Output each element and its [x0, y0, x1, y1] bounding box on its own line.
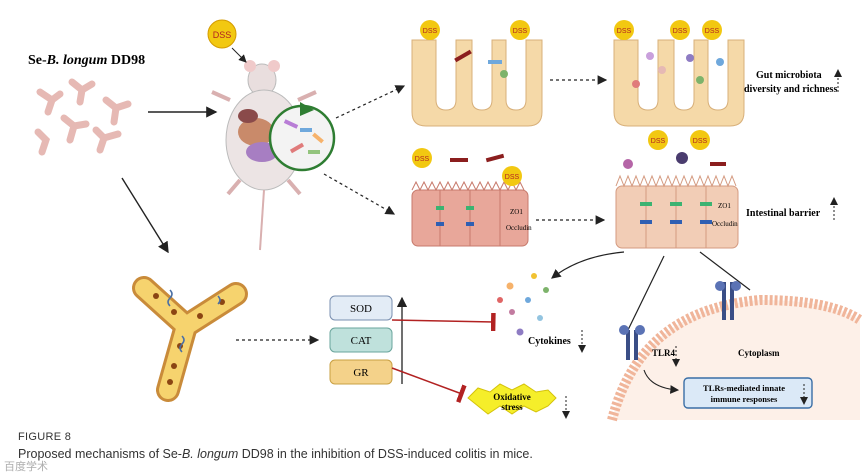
dss-badge-icon: DSS [207, 19, 237, 49]
strain-title: Se-B. longum DD98 [28, 53, 145, 68]
figure-caption-text: Proposed mechanisms of Se-B. longum DD98… [18, 447, 533, 461]
tlr-immune-response-box: TLRs-mediated innate immune responses [683, 377, 813, 409]
epithelium-treated: DSS DSS [615, 130, 739, 249]
cytoplasm-label: Cytoplasm [738, 348, 780, 358]
epithelium-dss: DSS DSS [411, 148, 529, 247]
cytokine-particles [497, 273, 549, 336]
oxidative-stress-badge: Oxidative stress [467, 383, 557, 415]
watermark: 百度学术 [4, 461, 48, 473]
enzyme-gr: GR [329, 359, 393, 385]
svg-text:GR: GR [353, 367, 369, 379]
intestinal-villi-dss: DSS DSS [411, 20, 543, 127]
svg-text:DSS: DSS [617, 28, 632, 35]
svg-text:stress: stress [501, 402, 523, 412]
enzyme-sod: SOD [329, 295, 393, 321]
svg-text:DSS: DSS [693, 138, 708, 145]
zo1-label-left: ZO1 [510, 208, 523, 216]
svg-text:immune responses: immune responses [711, 394, 778, 404]
mouse-icon [211, 60, 336, 251]
figure-label: FIGURE 8 [18, 431, 72, 443]
svg-text:CAT: CAT [351, 335, 372, 347]
bifidobacteria-cluster-icon [34, 78, 132, 156]
svg-text:DSS: DSS [213, 30, 232, 40]
zo1-label-right: ZO1 [718, 202, 731, 210]
intestinal-barrier-label: Intestinal barrier [746, 208, 821, 219]
tlr4-label: TLR4 [652, 348, 676, 358]
gut-microbiota-label-2: diversity and richness [744, 84, 837, 95]
cytokines-label: Cytokines [528, 336, 571, 347]
gut-microbiota-label: Gut microbiota [756, 70, 822, 81]
svg-text:DSS: DSS [513, 28, 528, 35]
svg-text:DSS: DSS [673, 28, 688, 35]
svg-text:DSS: DSS [423, 28, 438, 35]
svg-text:DSS: DSS [505, 174, 520, 181]
occludin-label-right: Occludin [712, 220, 738, 228]
svg-text:SOD: SOD [350, 303, 372, 315]
svg-text:DSS: DSS [705, 28, 720, 35]
enzyme-cat: CAT [329, 327, 393, 353]
svg-text:DSS: DSS [415, 156, 430, 163]
se-b-longum-cell-icon [132, 276, 248, 402]
svg-text:Oxidative: Oxidative [493, 392, 531, 402]
figure-caption: FIGURE 8 Proposed mechanisms of Se-B. lo… [18, 431, 858, 461]
svg-text:TLRs-mediated innate: TLRs-mediated innate [703, 383, 785, 393]
occludin-label-left: Occludin [506, 224, 532, 232]
tlr4-receptor-icon [619, 281, 741, 360]
intestinal-villi-treated: DSS DSS DSS [613, 20, 745, 127]
svg-text:DSS: DSS [651, 138, 666, 145]
